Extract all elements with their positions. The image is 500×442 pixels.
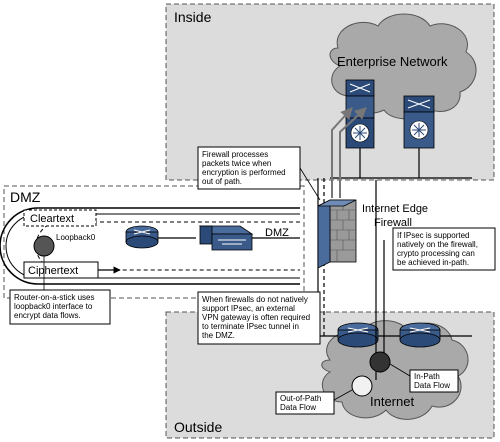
cleartext-callout: Cleartext (23, 209, 97, 227)
note-not-natively: When firewalls do not natively support I… (197, 291, 321, 345)
note-firewall-processes-line3: encryption is performed (202, 168, 286, 177)
ciphertext-label: Ciphertext (28, 265, 78, 277)
firewall-label-line1: Internet Edge (362, 203, 428, 215)
core-switch-left (345, 79, 375, 149)
outside-label: Outside (174, 419, 222, 435)
note-natively-line3: VPN gateway is often required (202, 313, 310, 322)
flow-arrow-up-2 (339, 107, 367, 198)
cleartext-label: Cleartext (30, 213, 74, 225)
note-out-of-path: Out-of-Path Data Flow (275, 389, 353, 415)
note-firewall-processes-line2: packets twice when (202, 159, 271, 168)
note-firewall-processes-line1: Firewall processes (202, 150, 268, 159)
firewall-label-line2: Firewall (374, 217, 412, 229)
note-natively-line4: to terminate IPsec tunnel in (202, 322, 299, 331)
note-out-of-path-line1: Out-of-Path (280, 394, 321, 403)
out-of-path-flow-dot (351, 375, 373, 397)
note-router-line1: Router-on-a-stick uses (14, 293, 94, 302)
note-natively-line1: When firewalls do not natively (202, 295, 308, 304)
internet-label: Internet (370, 394, 414, 409)
inside-label: Inside (174, 9, 212, 25)
dmz-switch (198, 225, 254, 251)
enterprise-network-label: Enterprise Network (337, 54, 448, 69)
note-router-line2: loopback0 interface to (14, 302, 93, 311)
edge-router-right (399, 322, 441, 348)
note-ipsec-line3: crypto processing can (397, 249, 475, 258)
dmz-vpn-router (125, 225, 159, 249)
note-router-line3: encrypt data flows. (14, 311, 81, 320)
note-ipsec-line4: be achieved in-path. (397, 258, 469, 267)
flow-arrow-up-1 (331, 107, 353, 198)
note-natively-line5: the DMZ. (202, 331, 235, 340)
note-natively-line2: support IPsec, an external (202, 304, 295, 313)
note-ipsec-supported: If IPsec is supported natively on the fi… (392, 227, 496, 271)
edge-router-left (337, 322, 379, 348)
note-out-of-path-line2: Data Flow (280, 403, 316, 412)
loopback-label: Loopback0 (56, 233, 96, 242)
in-path-flow-dot (369, 351, 391, 373)
dmz-label: DMZ (10, 189, 41, 205)
core-switch-right (403, 95, 435, 149)
note-router-on-stick: Router-on-a-stick uses loopback0 interfa… (9, 256, 111, 325)
note-in-path: In-Path Data Flow (389, 363, 459, 393)
note-in-path-line2: Data Flow (414, 381, 450, 390)
note-in-path-line1: In-Path (414, 372, 440, 381)
internet-edge-firewall: Internet Edge Firewall (317, 199, 428, 269)
note-firewall-processes-line4: out of path. (202, 177, 242, 186)
ciphertext-callout: Ciphertext (23, 261, 121, 279)
note-ipsec-line2: natively on the firewall, (397, 240, 478, 249)
dmz-link-label: DMZ (265, 227, 289, 239)
note-firewall-processes: Firewall processes packets twice when en… (197, 146, 321, 201)
note-ipsec-line1: If IPsec is supported (397, 231, 469, 240)
